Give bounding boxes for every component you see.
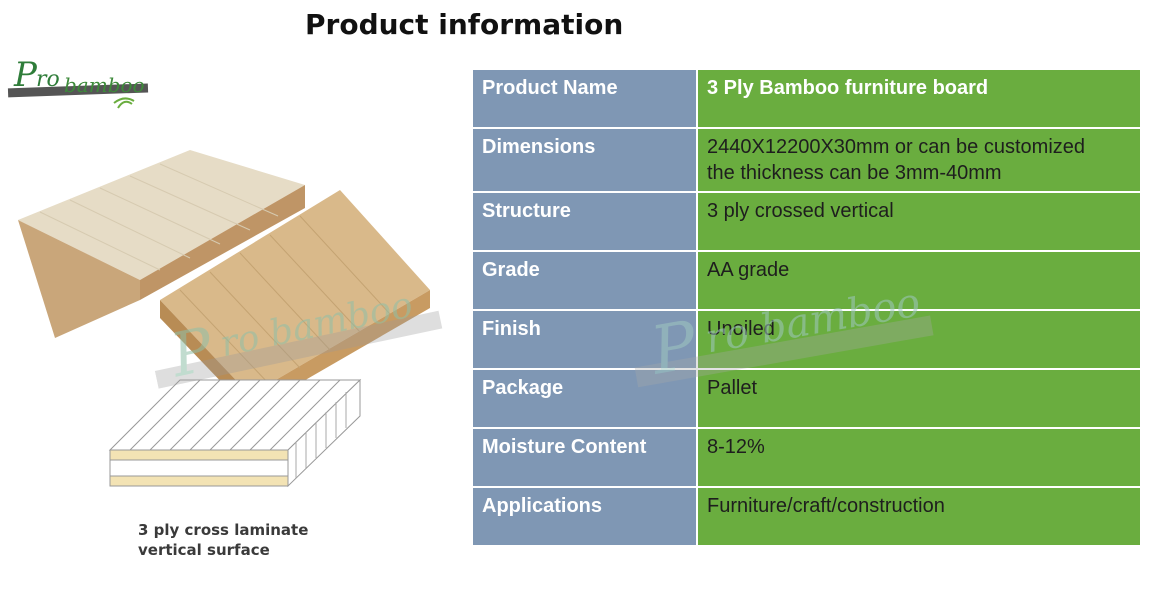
row-value: 8-12% [696,427,1142,488]
row-label: Grade [471,250,698,311]
product-info-table: Product Name 3 Ply Bamboo furniture boar… [471,68,1142,547]
table-row: Structure 3 ply crossed vertical [471,191,1142,252]
value-line: AA grade [707,259,790,281]
value-line: Unoiled [707,318,775,340]
row-label: Finish [471,309,698,370]
value-line: 3 ply crossed vertical [707,200,894,222]
row-value: Unoiled [696,309,1142,370]
caption-line: vertical surface [138,541,270,559]
table-row: Moisture Content 8-12% [471,427,1142,488]
row-value: AA grade [696,250,1142,311]
table-row: Product Name 3 Ply Bamboo furniture boar… [471,68,1142,129]
value-line: 2440X12200X30mm or can be customized [707,136,1086,158]
laminate-diagram [100,370,370,500]
row-value: Pallet [696,368,1142,429]
value-line: the thickness can be 3mm-40mm [707,162,1002,184]
bamboo-board-image [10,140,460,412]
value-line: Pallet [707,377,758,399]
row-value: 2440X12200X30mm or can be customized the… [696,127,1142,193]
row-value: 3 ply crossed vertical [696,191,1142,252]
row-label: Product Name [471,68,698,129]
value-line: 8-12% [707,436,765,458]
table-row: Grade AA grade [471,250,1142,311]
value-line: 3 Ply Bamboo furniture board [707,77,989,99]
row-label: Moisture Content [471,427,698,488]
caption-line: 3 ply cross laminate [138,521,309,539]
svg-text:P: P [13,55,38,95]
row-label: Structure [471,191,698,252]
svg-text:ro: ro [36,67,60,92]
image-caption: 3 ply cross laminate vertical surface [138,520,308,560]
row-label: Dimensions [471,127,698,193]
row-value: Furniture/craft/construction [696,486,1142,547]
value-line: Furniture/craft/construction [707,495,945,517]
table-row: Applications Furniture/craft/constructio… [471,486,1142,547]
row-label: Package [471,368,698,429]
svg-text:bamboo: bamboo [64,73,145,97]
row-label: Applications [471,486,698,547]
table-row: Package Pallet [471,368,1142,429]
table-row: Finish Unoiled [471,309,1142,370]
page-title: Product information [305,8,624,41]
row-value: 3 Ply Bamboo furniture board [696,68,1142,129]
brand-logo: P ro bamboo [6,48,156,118]
table-row: Dimensions 2440X12200X30mm or can be cus… [471,127,1142,193]
